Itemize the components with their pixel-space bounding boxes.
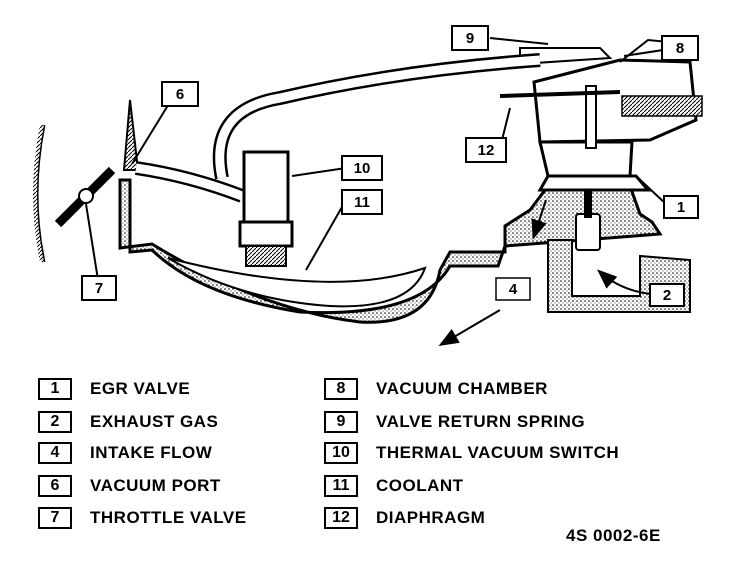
legend-label: DIAPHRAGM	[376, 508, 486, 527]
legend-item-11: 11 COOLANT	[324, 474, 464, 498]
throttle-valve	[54, 166, 116, 228]
callout-12: 12	[465, 137, 507, 163]
legend-number: 8	[324, 378, 358, 400]
legend-label: VACUUM CHAMBER	[376, 379, 548, 398]
legend-label: COOLANT	[376, 476, 464, 495]
egr-system-diagram: 6 7 10 11 12 9 8 1 2 4	[33, 25, 703, 347]
callout-2: 2	[649, 283, 685, 307]
legend-item-4: 4 INTAKE FLOW	[38, 441, 212, 465]
vacuum-chamber	[532, 58, 698, 144]
intake-flow-arrow	[438, 309, 501, 347]
svg-text:4: 4	[509, 281, 518, 298]
callout-8: 8	[661, 35, 699, 61]
callout-9: 9	[451, 25, 489, 51]
diaphragm	[499, 90, 621, 98]
svg-text:9: 9	[466, 30, 474, 47]
legend-item-10: 10 THERMAL VACUUM SWITCH	[324, 441, 619, 465]
svg-text:1: 1	[677, 199, 685, 216]
callout-7: 7	[81, 275, 117, 301]
egr-flow-arrow	[531, 199, 547, 240]
legend-number: 2	[38, 411, 72, 433]
legend-number: 1	[38, 378, 72, 400]
exhaust-flow-arrow	[597, 269, 651, 295]
callout-6: 6	[161, 81, 199, 107]
callout-10: 10	[341, 155, 383, 181]
valve-return-spring	[585, 85, 597, 149]
legend-number: 9	[324, 411, 358, 433]
legend-number: 12	[324, 507, 358, 529]
legend-item-1: 1 EGR VALVE	[38, 377, 190, 401]
legend-label: EGR VALVE	[90, 379, 191, 398]
thermal-vacuum-switch	[238, 150, 294, 267]
legend-label: VACUUM PORT	[90, 476, 221, 495]
legend-label: INTAKE FLOW	[90, 443, 213, 462]
svg-text:11: 11	[354, 194, 370, 211]
coolant-passage	[167, 257, 427, 308]
legend-item-9: 9 VALVE RETURN SPRING	[324, 410, 585, 434]
legend-item-7: 7 THROTTLE VALVE	[38, 506, 247, 530]
legend-number: 7	[38, 507, 72, 529]
svg-text:7: 7	[95, 280, 103, 297]
svg-text:6: 6	[176, 86, 184, 103]
svg-text:12: 12	[478, 142, 495, 159]
svg-text:10: 10	[354, 160, 371, 177]
callout-4: 4	[495, 277, 531, 301]
legend-number: 6	[38, 475, 72, 497]
legend-item-12: 12 DIAPHRAGM	[324, 506, 485, 530]
legend-label: VALVE RETURN SPRING	[376, 412, 586, 431]
vacuum-port-wall	[122, 99, 140, 171]
svg-text:8: 8	[676, 40, 684, 57]
legend-label: THROTTLE VALVE	[90, 508, 247, 527]
svg-text:2: 2	[663, 287, 671, 304]
legend-number: 11	[324, 475, 358, 497]
figure-code: 4S 0002-6E	[566, 526, 661, 545]
legend-item-8: 8 VACUUM CHAMBER	[324, 377, 548, 401]
legend-item-2: 2 EXHAUST GAS	[38, 410, 218, 434]
legend-number: 10	[324, 442, 358, 464]
manifold-body	[118, 178, 663, 324]
callout-11: 11	[341, 189, 383, 215]
legend-item-6: 6 VACUUM PORT	[38, 474, 221, 498]
legend-label: THERMAL VACUUM SWITCH	[376, 443, 620, 462]
legend-label: EXHAUST GAS	[90, 412, 219, 431]
egr-pintle	[575, 213, 601, 251]
legend-number: 4	[38, 442, 72, 464]
callout-1: 1	[663, 195, 699, 219]
